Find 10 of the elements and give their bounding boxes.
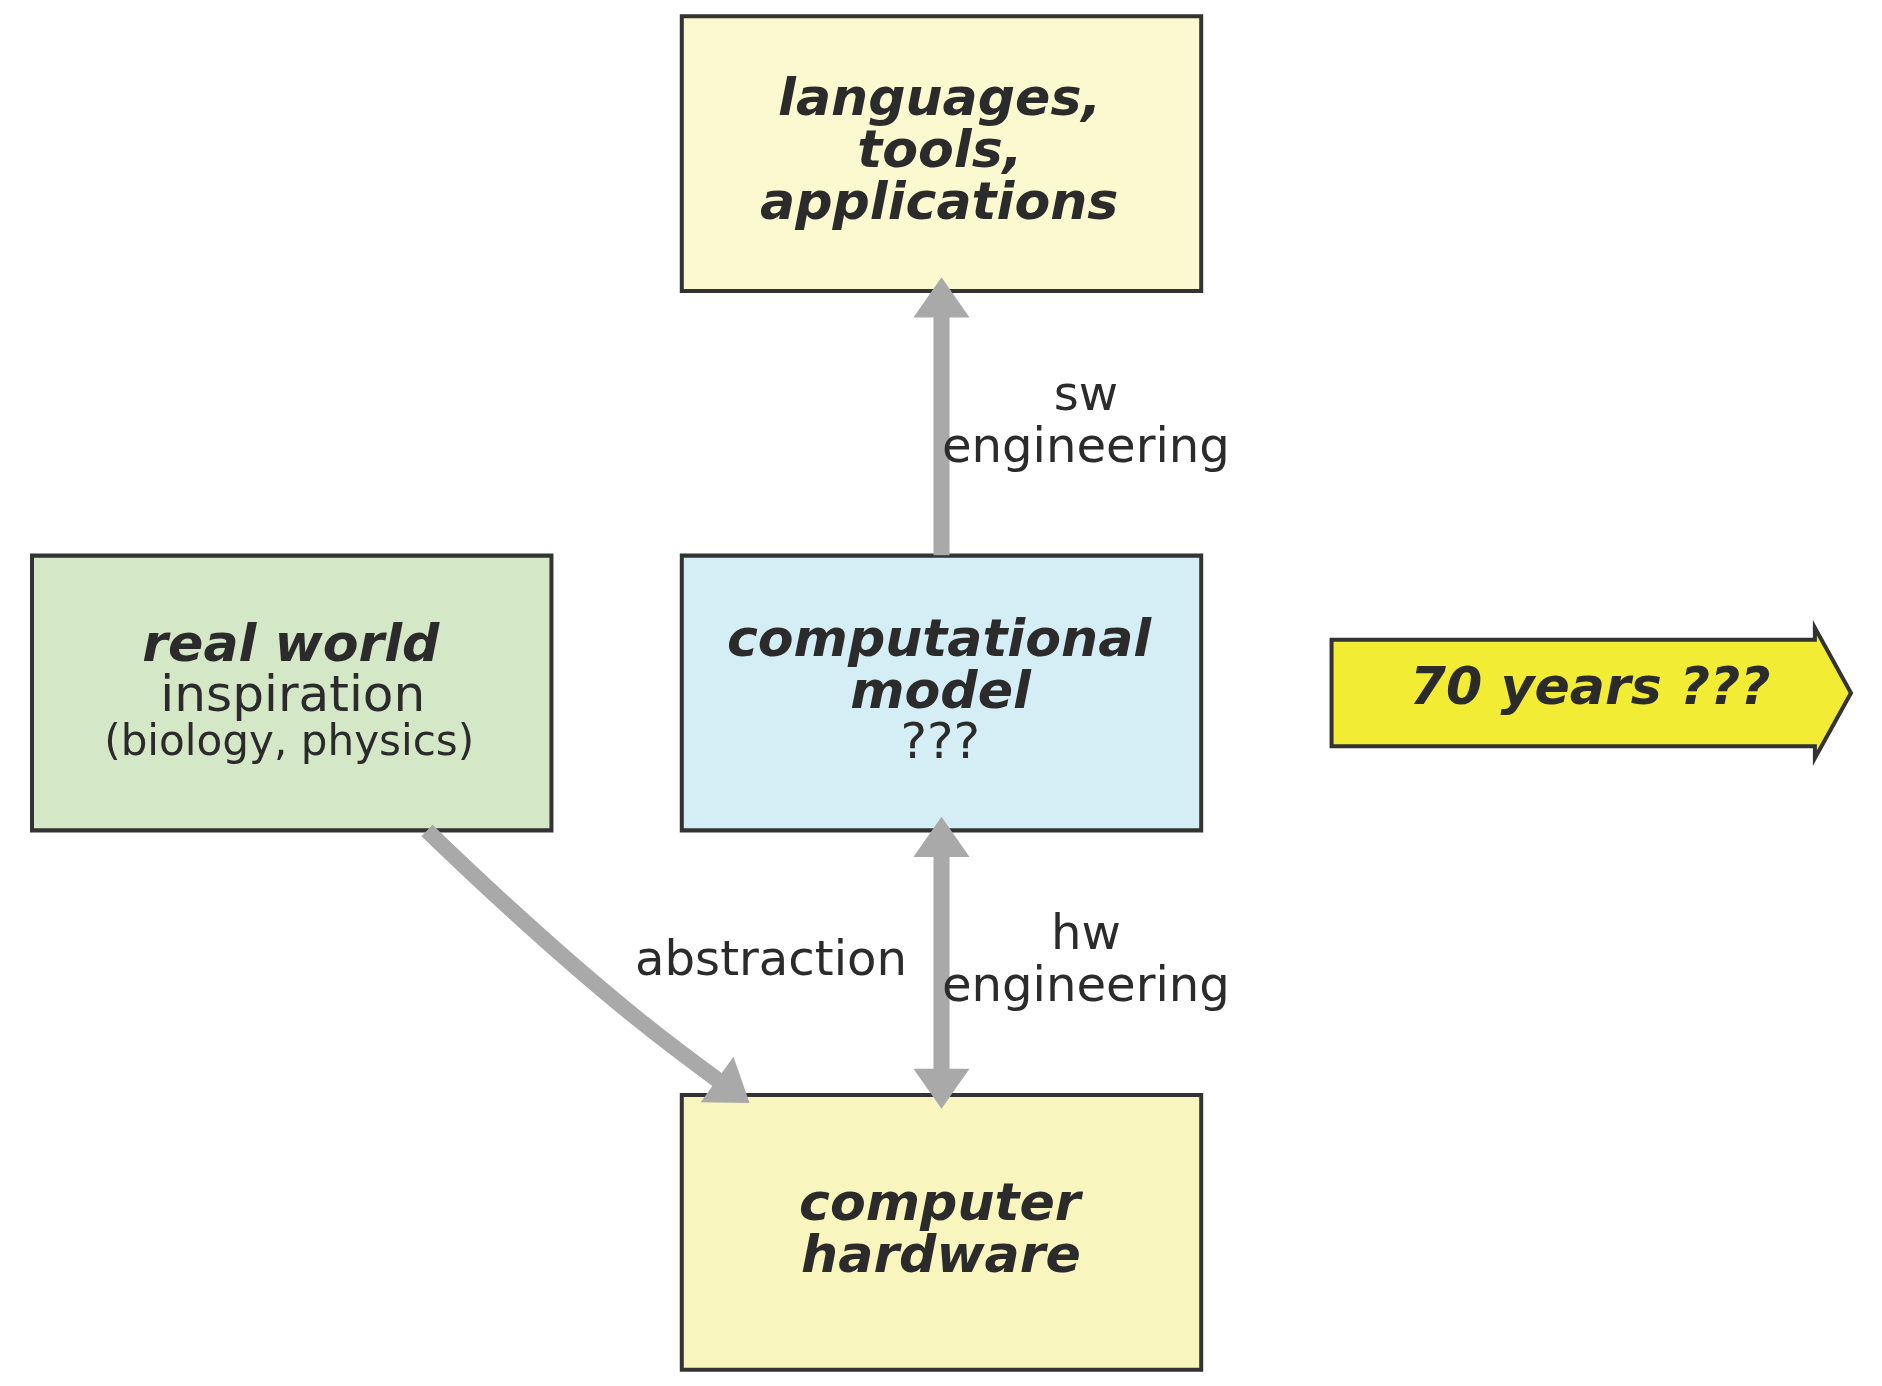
node-box: real world inspiration (biology, physics) bbox=[29, 553, 553, 833]
edge-label: sw engineering bbox=[941, 364, 1230, 473]
node-box: computer hardware bbox=[679, 1093, 1203, 1372]
edge-label: hw engineering bbox=[941, 904, 1230, 1013]
node-box: languages, tools, applications bbox=[679, 14, 1203, 293]
node-box: computational model ??? bbox=[679, 553, 1203, 833]
arrow bbox=[420, 824, 750, 1103]
edge-label: abstraction bbox=[634, 930, 907, 987]
arrow bbox=[912, 277, 970, 556]
arrow bbox=[912, 816, 970, 1109]
